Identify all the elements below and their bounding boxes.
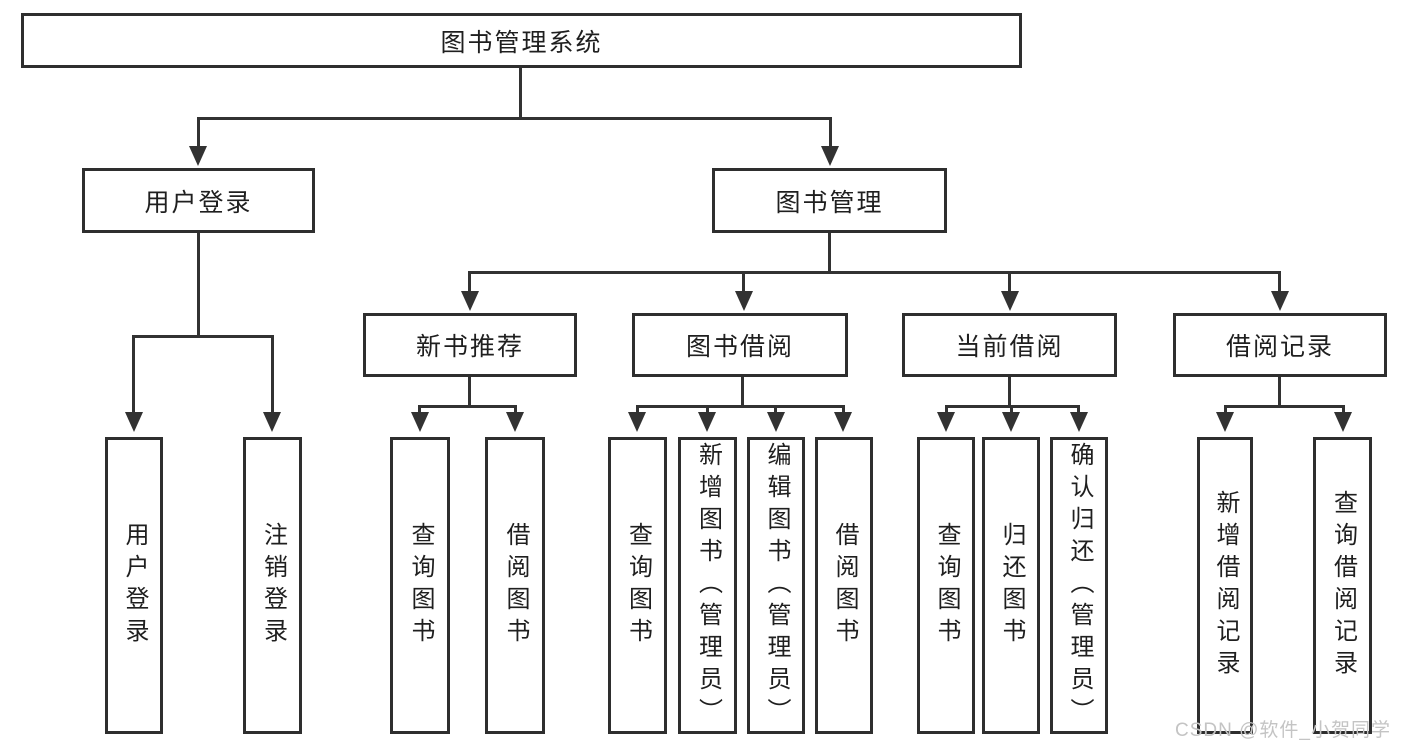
arrow-down-icon (1334, 412, 1352, 432)
node-current-borrow-label: 当前借阅 (955, 333, 1064, 361)
leaf-cb-return-books-label: 归还图书 (998, 521, 1025, 650)
node-user-login: 用户登录 (82, 168, 315, 233)
arrow-down-icon (506, 412, 524, 432)
connector-new-book-bar (418, 405, 517, 408)
node-book-management-label: 图书管理 (775, 188, 884, 217)
leaf-bb-borrow-books-label: 借阅图书 (831, 521, 858, 650)
leaf-cb-query-books-label: 查询图书 (933, 521, 960, 650)
node-root-label: 图书管理系统 (440, 28, 603, 57)
arrow-down-icon (821, 146, 839, 166)
connector-arrow-user-login-shaft (197, 117, 200, 148)
connector-arrow-shaft (1342, 405, 1345, 414)
arrow-down-icon (767, 412, 785, 432)
leaf-user-login-label: 用户登录 (121, 521, 148, 650)
node-book-borrow-label: 图书借阅 (685, 333, 794, 361)
connector-arrow-shaft (1008, 271, 1011, 293)
connector-arrow-book-mgmt-shaft (829, 117, 832, 148)
leaf-br-add-record-label: 新增借阅记录 (1212, 489, 1239, 682)
arrow-down-icon (1001, 291, 1019, 311)
connector-root-bar (197, 117, 832, 120)
connector-book-mgmt-bar (469, 271, 1281, 274)
connector-arrow-shaft (945, 405, 948, 414)
connector-arrow-shaft (742, 271, 745, 293)
arrow-down-icon (125, 412, 143, 432)
leaf-nb-borrow-books: 借阅图书 (485, 437, 545, 734)
leaf-cb-query-books: 查询图书 (917, 437, 975, 734)
arrow-down-icon (1002, 412, 1020, 432)
connector-book-borrow-bar (636, 405, 844, 408)
arrow-down-icon (461, 291, 479, 311)
leaf-cb-return-books: 归还图书 (982, 437, 1040, 734)
connector-arrow-shaft (1077, 405, 1080, 414)
node-user-login-label: 用户登录 (144, 188, 253, 217)
connector-user-login-bar (132, 335, 274, 338)
connector-borrow-record-bar (1224, 405, 1344, 408)
node-borrow-record: 借阅记录 (1173, 313, 1387, 377)
arrow-down-icon (1271, 291, 1289, 311)
leaf-bb-edit-books-admin-label: 编辑图书（管理员） (763, 441, 790, 730)
leaf-nb-query-books-label: 查询图书 (407, 521, 434, 650)
connector-arrow-shaft (842, 405, 845, 414)
leaf-br-query-record: 查询借阅记录 (1313, 437, 1372, 734)
arrow-down-icon (834, 412, 852, 432)
node-new-book-recommend: 新书推荐 (363, 313, 577, 377)
arrow-down-icon (1070, 412, 1088, 432)
node-book-borrow: 图书借阅 (632, 313, 848, 377)
connector-arrow-shaft (271, 335, 274, 413)
node-current-borrow: 当前借阅 (902, 313, 1117, 377)
connector-arrow-shaft (468, 271, 471, 293)
connector-root-stem (519, 68, 522, 120)
connector-arrow-shaft (706, 405, 709, 414)
leaf-nb-query-books: 查询图书 (390, 437, 450, 734)
connector-new-book-stem (468, 377, 471, 408)
connector-book-mgmt-stem (828, 233, 831, 274)
connector-borrow-record-stem (1278, 377, 1281, 408)
leaf-user-login: 用户登录 (105, 437, 163, 734)
leaf-br-add-record: 新增借阅记录 (1197, 437, 1253, 734)
node-book-management: 图书管理 (712, 168, 947, 233)
arrow-down-icon (735, 291, 753, 311)
connector-arrow-shaft (1010, 405, 1013, 414)
connector-arrow-shaft (1278, 271, 1281, 293)
leaf-bb-add-books-admin: 新增图书（管理员） (678, 437, 737, 734)
arrow-down-icon (189, 146, 207, 166)
leaf-bb-edit-books-admin: 编辑图书（管理员） (747, 437, 805, 734)
arrow-down-icon (411, 412, 429, 432)
connector-arrow-shaft (418, 405, 421, 414)
connector-arrow-shaft (514, 405, 517, 414)
leaf-bb-borrow-books: 借阅图书 (815, 437, 873, 734)
node-root: 图书管理系统 (21, 13, 1022, 68)
leaf-cb-confirm-return-admin-label: 确认归还（管理员） (1066, 441, 1093, 730)
leaf-nb-borrow-books-label: 借阅图书 (502, 521, 529, 650)
connector-user-login-stem (197, 233, 200, 338)
node-borrow-record-label: 借阅记录 (1225, 333, 1334, 361)
leaf-bb-add-books-admin-label: 新增图书（管理员） (694, 441, 722, 730)
connector-arrow-shaft (1224, 405, 1227, 414)
node-new-book-recommend-label: 新书推荐 (415, 333, 524, 361)
leaf-bb-query-books-label: 查询图书 (624, 521, 652, 650)
connector-current-borrow-stem (1008, 377, 1011, 408)
arrow-down-icon (263, 412, 281, 432)
arrow-down-icon (937, 412, 955, 432)
leaf-logout-label: 注销登录 (259, 521, 287, 650)
connector-arrow-shaft (774, 405, 777, 414)
arrow-down-icon (628, 412, 646, 432)
leaf-cb-confirm-return-admin: 确认归还（管理员） (1050, 437, 1108, 734)
arrow-down-icon (698, 412, 716, 432)
arrow-down-icon (1216, 412, 1234, 432)
leaf-logout: 注销登录 (243, 437, 302, 734)
watermark: CSDN @软件_小贺同学 (1175, 720, 1391, 741)
leaf-bb-query-books: 查询图书 (608, 437, 667, 734)
connector-book-borrow-stem (741, 377, 744, 408)
connector-arrow-shaft (636, 405, 639, 414)
leaf-br-query-record-label: 查询借阅记录 (1329, 489, 1357, 682)
connector-arrow-shaft (132, 335, 135, 413)
